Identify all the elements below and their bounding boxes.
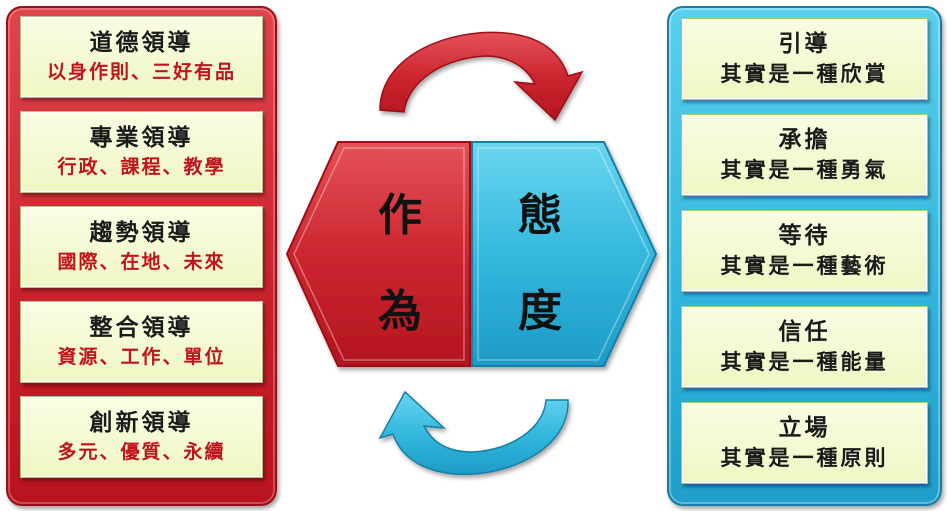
card-responsibility: 承擔 其實是一種勇氣	[681, 114, 928, 196]
card-title: 專業領導	[89, 124, 194, 151]
card-subtitle: 其實是一種勇氣	[720, 157, 889, 182]
card-integration-leadership: 整合領導 資源、工作、單位	[20, 301, 263, 383]
hexagon-left-half	[285, 141, 471, 367]
card-title: 立場	[778, 414, 831, 441]
card-moral-leadership: 道德領導 以身作則、三好有品	[20, 16, 263, 98]
card-subtitle: 多元、優質、永續	[57, 441, 226, 463]
right-attitude-panel: 引導 其實是一種欣賞 承擔 其實是一種勇氣 等待 其實是一種藝術 信任 其實是一…	[667, 6, 942, 506]
attitude-char-1: 態	[518, 190, 562, 241]
card-subtitle: 行政、課程、教學	[57, 156, 226, 178]
bottom-curved-arrow	[378, 390, 569, 476]
card-subtitle: 資源、工作、單位	[57, 346, 226, 368]
card-subtitle: 其實是一種原則	[720, 445, 889, 470]
card-waiting: 等待 其實是一種藝術	[681, 210, 928, 292]
card-title: 道德領導	[89, 29, 194, 56]
attitude-char-2: 度	[518, 286, 562, 337]
card-subtitle: 其實是一種能量	[720, 349, 889, 374]
card-trend-leadership: 趨勢領導 國際、在地、未來	[20, 206, 263, 288]
card-title: 信任	[778, 318, 831, 345]
card-subtitle: 以身作則、三好有品	[46, 61, 236, 83]
card-stance: 立場 其實是一種原則	[681, 402, 928, 484]
card-title: 等待	[778, 222, 831, 249]
left-leadership-panel: 道德領導 以身作則、三好有品 專業領導 行政、課程、教學 趨勢領導 國際、在地、…	[6, 6, 277, 506]
card-trust: 信任 其實是一種能量	[681, 306, 928, 388]
card-title: 創新領導	[89, 409, 194, 436]
card-title: 趨勢領導	[89, 219, 194, 246]
card-guidance: 引導 其實是一種欣賞	[681, 18, 928, 100]
card-title: 承擔	[778, 126, 831, 153]
card-title: 引導	[778, 30, 831, 57]
card-innovation-leadership: 創新領導 多元、優質、永續	[20, 396, 263, 478]
card-professional-leadership: 專業領導 行政、課程、教學	[20, 111, 263, 193]
card-title: 整合領導	[89, 314, 194, 341]
card-subtitle: 其實是一種藝術	[720, 253, 889, 278]
action-char-1: 作	[378, 190, 422, 241]
action-char-2: 為	[378, 286, 422, 337]
card-subtitle: 其實是一種欣賞	[720, 61, 889, 86]
card-subtitle: 國際、在地、未來	[57, 251, 226, 273]
hexagon-right-half	[471, 141, 658, 367]
top-curved-arrow	[379, 31, 584, 122]
